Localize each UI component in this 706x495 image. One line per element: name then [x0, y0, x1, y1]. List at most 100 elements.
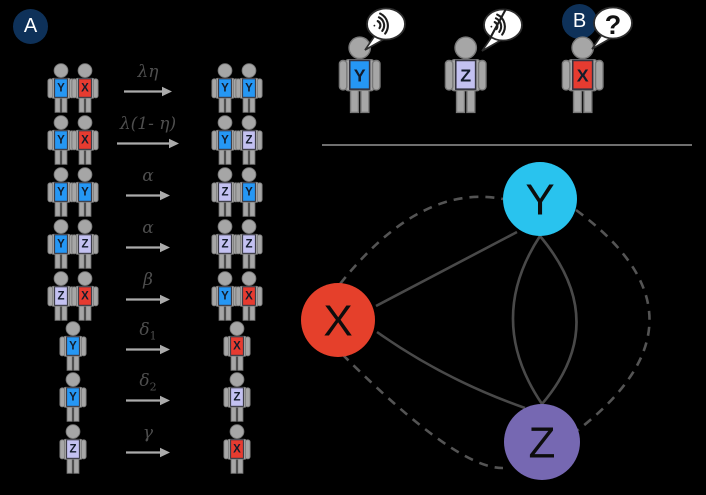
product-group: Y Z — [202, 115, 272, 165]
person-figure: X — [71, 63, 99, 113]
transition-rate: γ — [105, 420, 191, 459]
person-arm — [92, 234, 99, 255]
person-arm — [223, 387, 230, 408]
shirt-letter: Y — [354, 65, 366, 85]
person-leg — [249, 201, 256, 217]
person-figure: X — [71, 115, 99, 165]
arrow-icon — [126, 242, 170, 253]
person-figure: Z — [444, 36, 487, 114]
transition-rate: λ(1- η) — [105, 111, 191, 150]
person-shirt — [78, 130, 92, 150]
shirt-letter: Z — [221, 238, 228, 250]
transition-rate: δ2 — [105, 368, 191, 407]
reaction-row: Z X β Y X — [0, 270, 290, 323]
person-arm — [71, 286, 78, 307]
person-leg — [54, 149, 61, 165]
person-figure: Z — [235, 115, 263, 165]
shirt-letter: Y — [57, 186, 65, 198]
person-leg — [218, 253, 225, 269]
person-shirt — [242, 130, 256, 150]
person-arm — [223, 439, 230, 460]
person-shirt — [218, 286, 232, 306]
person-leg — [73, 458, 80, 474]
shirt-letter: X — [81, 134, 89, 146]
rate-label: γ — [142, 423, 154, 443]
person-leg — [66, 458, 73, 474]
person-leg — [249, 149, 256, 165]
product-group: Z Y — [202, 167, 272, 217]
edge-X-Y-dashed — [338, 195, 504, 285]
speech-bubble: ? — [591, 6, 633, 50]
person-leg — [78, 97, 85, 113]
reactant-group: Y Y — [38, 167, 108, 217]
person-figure: Z — [47, 271, 75, 321]
reaction-row: Y Z α Z Z — [0, 218, 290, 271]
person-arm — [244, 336, 251, 357]
person-arm — [211, 182, 218, 203]
person-figure: Y — [59, 372, 87, 422]
transition-rate: λη — [105, 59, 191, 98]
person-head — [53, 63, 69, 78]
person-figure: Z — [211, 219, 239, 269]
person-head — [65, 321, 81, 336]
person-leg — [218, 149, 225, 165]
person-arm — [477, 59, 487, 91]
rate-label: λ(1- η) — [119, 114, 177, 134]
person-shirt — [66, 387, 80, 407]
arrow-icon — [126, 190, 170, 201]
speech-bubble — [364, 7, 406, 51]
speech-bubble — [481, 8, 523, 52]
person-shirt — [218, 130, 232, 150]
person-figure: X — [561, 36, 604, 114]
person-figure: Y — [211, 63, 239, 113]
person-arm — [80, 439, 87, 460]
person-leg — [237, 406, 244, 422]
person-leg — [249, 305, 256, 321]
person-head — [53, 219, 69, 234]
person-shirt — [54, 182, 68, 202]
network-node-z — [504, 404, 580, 480]
person-arm — [71, 182, 78, 203]
person-figure: X — [235, 271, 263, 321]
person-shirt — [66, 439, 80, 459]
person-head — [65, 372, 81, 387]
person-head — [454, 36, 478, 60]
person-figure: Z — [223, 372, 251, 422]
person-shirt — [230, 336, 244, 356]
reaction-row: Y δ2 Z — [0, 371, 290, 424]
reactant-group: Z — [38, 424, 108, 474]
shirt-letter: X — [233, 443, 241, 455]
person-leg — [85, 97, 92, 113]
person-arm — [47, 130, 54, 151]
person-leg — [230, 355, 237, 371]
person-head — [241, 271, 257, 286]
rate-label: λη — [137, 62, 159, 82]
person-leg — [225, 201, 232, 217]
person-leg — [466, 89, 476, 114]
node-label-z: Z — [529, 419, 556, 468]
person-arm — [235, 286, 242, 307]
reactant-group: Y — [38, 372, 108, 422]
edge-X-Z-solid — [376, 330, 526, 410]
node-label-x: X — [323, 297, 352, 346]
person-leg — [61, 201, 68, 217]
reaction-row: Y δ1 X — [0, 320, 290, 373]
person-arm — [47, 234, 54, 255]
question-mark: ? — [605, 10, 622, 40]
person-figure: Z — [235, 219, 263, 269]
rate-label: δ1 — [139, 320, 157, 343]
person-shirt — [230, 387, 244, 407]
reaction-row: Y X λ(1- η) Y Z — [0, 114, 290, 167]
person-arm — [47, 78, 54, 99]
person-leg — [54, 97, 61, 113]
shirt-letter: X — [233, 340, 241, 352]
rate-subscript: 1 — [149, 329, 157, 343]
shirt-letter: Y — [57, 82, 65, 94]
edge-Y-Z-solid — [539, 235, 578, 405]
shirt-letter: Y — [57, 134, 65, 146]
person-arm — [80, 336, 87, 357]
person-arm — [92, 130, 99, 151]
person-head — [241, 63, 257, 78]
person-shirt — [242, 286, 256, 306]
person-leg — [78, 149, 85, 165]
